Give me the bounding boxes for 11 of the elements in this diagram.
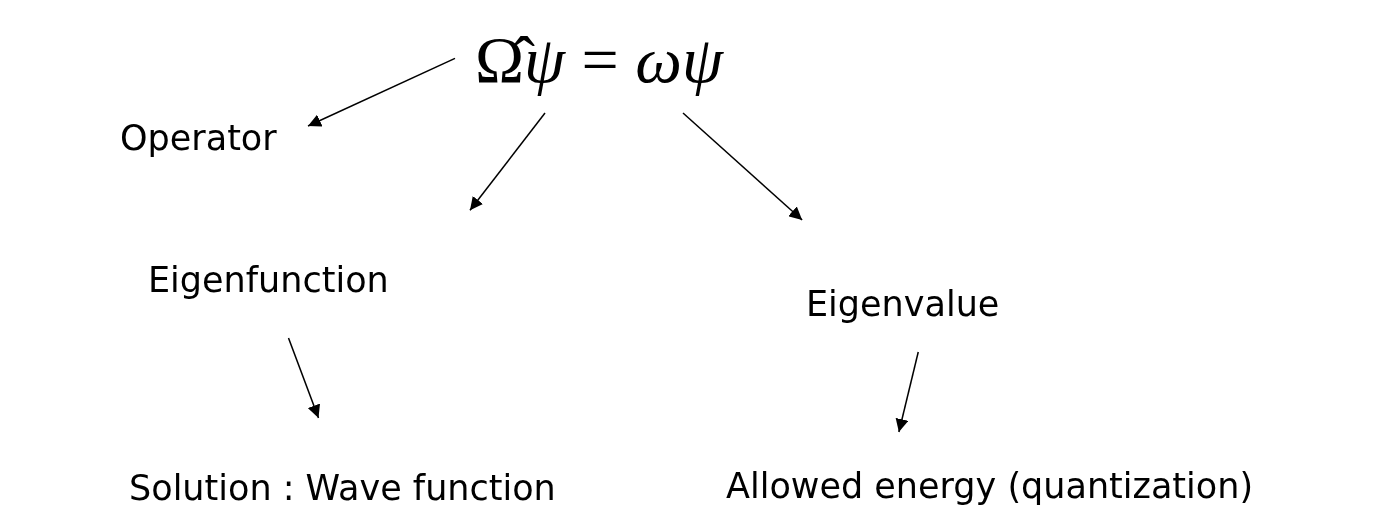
- node-label: Eigenfunction: [148, 260, 389, 300]
- equation: Ω̂ψ = ωψ: [475, 22, 723, 98]
- arrow: [895, 351, 919, 433]
- node-label: Eigenvalue: [806, 284, 1000, 324]
- arrow: [469, 112, 546, 212]
- node-label: Allowed energy (quantization): [726, 466, 1254, 506]
- node-label: Operator: [120, 118, 277, 158]
- node-label: Solution : Wave function: [129, 468, 556, 508]
- arrow: [307, 57, 456, 127]
- arrow: [682, 112, 803, 221]
- arrow: [287, 337, 320, 419]
